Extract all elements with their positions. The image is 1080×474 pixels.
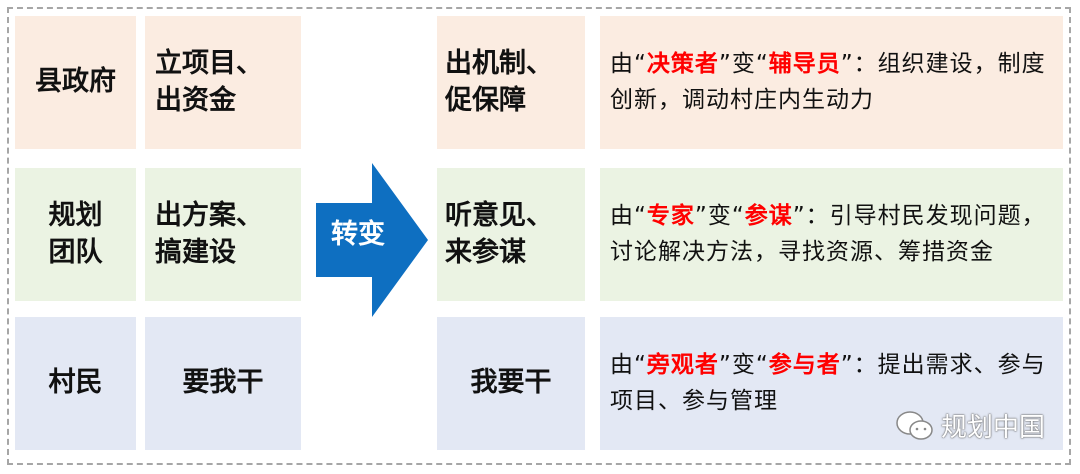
desc-text: 由“ — [610, 50, 647, 77]
desc-to-role: 参与者 — [768, 351, 841, 378]
actor-planning-team: 规划团队 — [15, 168, 136, 301]
after-role-1: 出机制、促保障 — [437, 16, 585, 149]
actor-line: 规划 — [48, 200, 103, 232]
after-line: 听意见、 — [445, 200, 553, 232]
after-role-3: 我要干 — [437, 317, 585, 450]
desc-text: ”：提出需求、参与项目、参与管理 — [610, 351, 1046, 414]
description-3: 由“旁观者”变“参与者”：提出需求、参与项目、参与管理 — [600, 317, 1063, 450]
after-line: 来参谋 — [445, 236, 526, 268]
desc-text: 由“ — [610, 351, 647, 378]
desc-from-role: 决策者 — [646, 50, 719, 77]
actor-label: 村民 — [48, 367, 103, 399]
before-line: 搞建设 — [155, 236, 236, 268]
before-line: 要我干 — [182, 367, 264, 399]
after-line: 促保障 — [445, 84, 526, 116]
description-1: 由“决策者”变“辅导员”：组织建设，制度创新，调动村庄内生动力 — [600, 16, 1063, 149]
transform-arrow-icon — [316, 163, 428, 317]
actor-line: 团队 — [48, 236, 103, 268]
after-line: 出机制、 — [445, 48, 553, 80]
actor-label: 县政府 — [35, 66, 116, 98]
after-line: 我要干 — [470, 367, 552, 399]
wechat-icon — [896, 410, 933, 440]
after-role-2: 听意见、来参谋 — [437, 168, 585, 301]
desc-text: 由“ — [610, 202, 647, 229]
desc-text: ”：引导村民发现问题，讨论解决方法，寻找资源、筹措资金 — [610, 202, 1046, 265]
desc-from-role: 旁观者 — [646, 351, 719, 378]
watermark: 规划中国 — [895, 407, 1045, 444]
desc-text: ”变“ — [718, 50, 769, 77]
actor-county-government: 县政府 — [15, 16, 136, 149]
desc-text: ”：组织建设，制度创新，调动村庄内生动力 — [610, 50, 1046, 113]
before-role-1: 立项目、出资金 — [145, 16, 301, 149]
desc-to-role: 辅导员 — [768, 50, 841, 77]
desc-to-role: 参谋 — [744, 202, 793, 229]
arrow-label: 转变 — [331, 219, 385, 250]
desc-text: ”变“ — [694, 202, 745, 229]
before-line: 出方案、 — [155, 200, 263, 232]
desc-from-role: 专家 — [646, 202, 695, 229]
before-line: 立项目、 — [155, 48, 263, 80]
before-role-2: 出方案、搞建设 — [145, 168, 301, 301]
dashed-frame — [7, 7, 1071, 465]
before-role-3: 要我干 — [145, 317, 301, 450]
watermark-text: 规划中国 — [941, 413, 1046, 443]
actor-villagers: 村民 — [15, 317, 136, 450]
description-2: 由“专家”变“参谋”：引导村民发现问题，讨论解决方法，寻找资源、筹措资金 — [600, 168, 1063, 301]
before-line: 出资金 — [155, 84, 236, 116]
desc-text: ”变“ — [718, 351, 769, 378]
